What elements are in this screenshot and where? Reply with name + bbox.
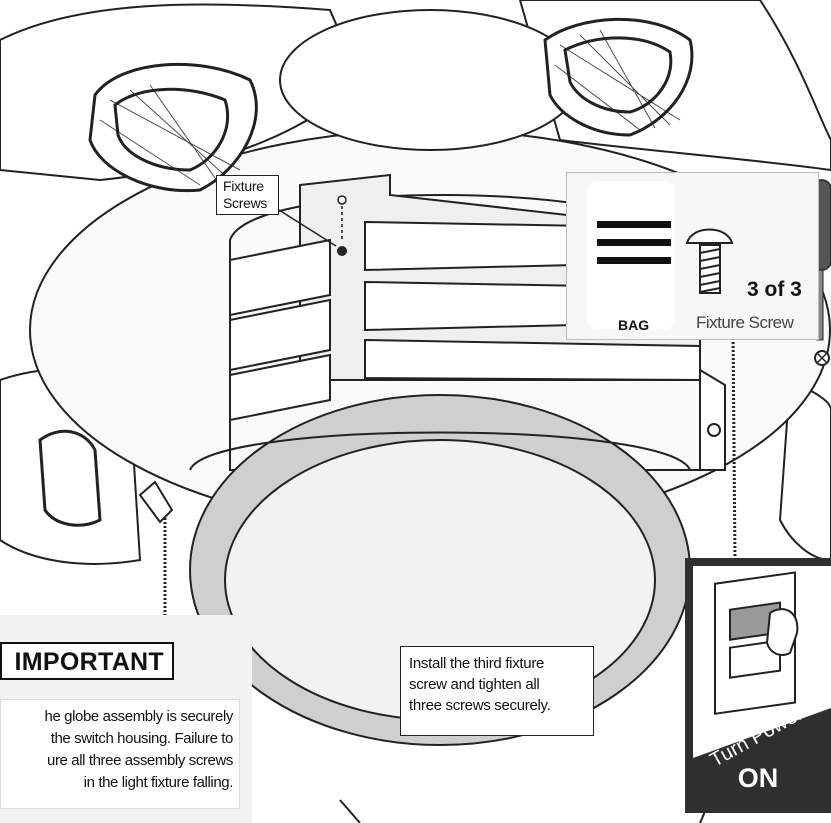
bag-label: BAG [618, 317, 649, 333]
screw-head-icon [687, 230, 732, 244]
screw-count: 3 of 3 [747, 278, 802, 302]
important-line: ure all three assembly screws [1, 750, 233, 772]
turn-power-on-panel: Turn Power ON [685, 558, 831, 813]
important-notice: IMPORTANT he globe assembly is securely … [0, 615, 252, 823]
install-instruction-callout: Install the third fixture screw and tigh… [400, 646, 594, 736]
parts-panel: BAG 3 of 3 Fixture Screw [566, 172, 819, 340]
power-state-label: ON [685, 763, 831, 794]
fixture-screws-callout: Fixture Screws [216, 175, 279, 215]
callout-line-1: Fixture [223, 178, 278, 195]
important-line: in the light fixture falling. [1, 772, 233, 794]
important-line: he globe assembly is securely [1, 706, 233, 728]
instruction-line: screw and tighten all [409, 674, 585, 695]
instruction-line: Install the third fixture [409, 653, 585, 674]
screw-name: Fixture Screw [696, 313, 793, 333]
bag-stripe-icon [597, 221, 671, 228]
important-body: he globe assembly is securely the switch… [0, 699, 240, 809]
callout-line-2: Screws [223, 195, 278, 212]
instruction-line: three screws securely. [409, 695, 585, 716]
important-line: the switch housing. Failure to [1, 728, 233, 750]
important-title: IMPORTANT [0, 642, 174, 680]
